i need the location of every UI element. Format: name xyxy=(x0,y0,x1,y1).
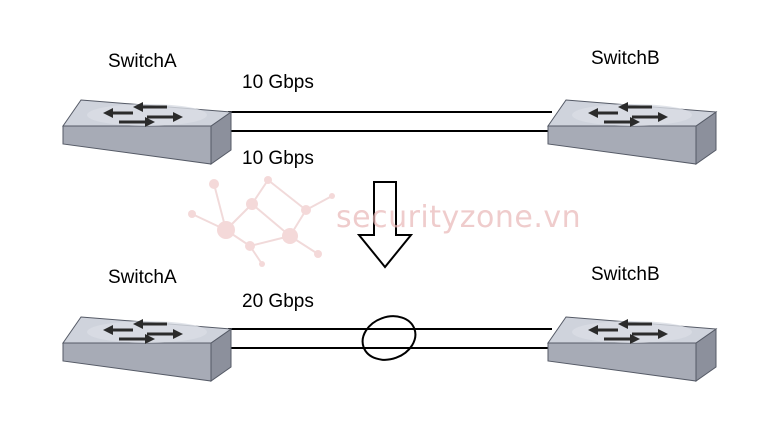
down-arrow-icon xyxy=(356,181,414,269)
bottom-link-lines xyxy=(228,328,552,349)
network-graph-logo xyxy=(188,176,335,267)
top-switch-a-label: SwitchA xyxy=(108,51,177,72)
switch-a-top-icon xyxy=(61,98,233,166)
bottom-switch-a-label: SwitchA xyxy=(108,267,177,288)
top-link1-speed: 10 Gbps xyxy=(242,72,314,93)
bottom-aggregate-speed: 20 Gbps xyxy=(242,291,314,312)
switch-b-bottom-icon xyxy=(546,315,718,383)
switch-a-bottom-icon xyxy=(61,315,233,383)
top-link2-speed: 10 Gbps xyxy=(242,148,314,169)
watermark-text: securityzone.vn xyxy=(336,200,582,235)
switch-b-top-icon xyxy=(546,98,718,166)
bottom-switch-b-label: SwitchB xyxy=(591,264,660,285)
link-aggregation-ellipse-icon xyxy=(361,315,417,361)
top-switch-b-label: SwitchB xyxy=(591,48,660,69)
top-link-lines xyxy=(228,111,552,132)
